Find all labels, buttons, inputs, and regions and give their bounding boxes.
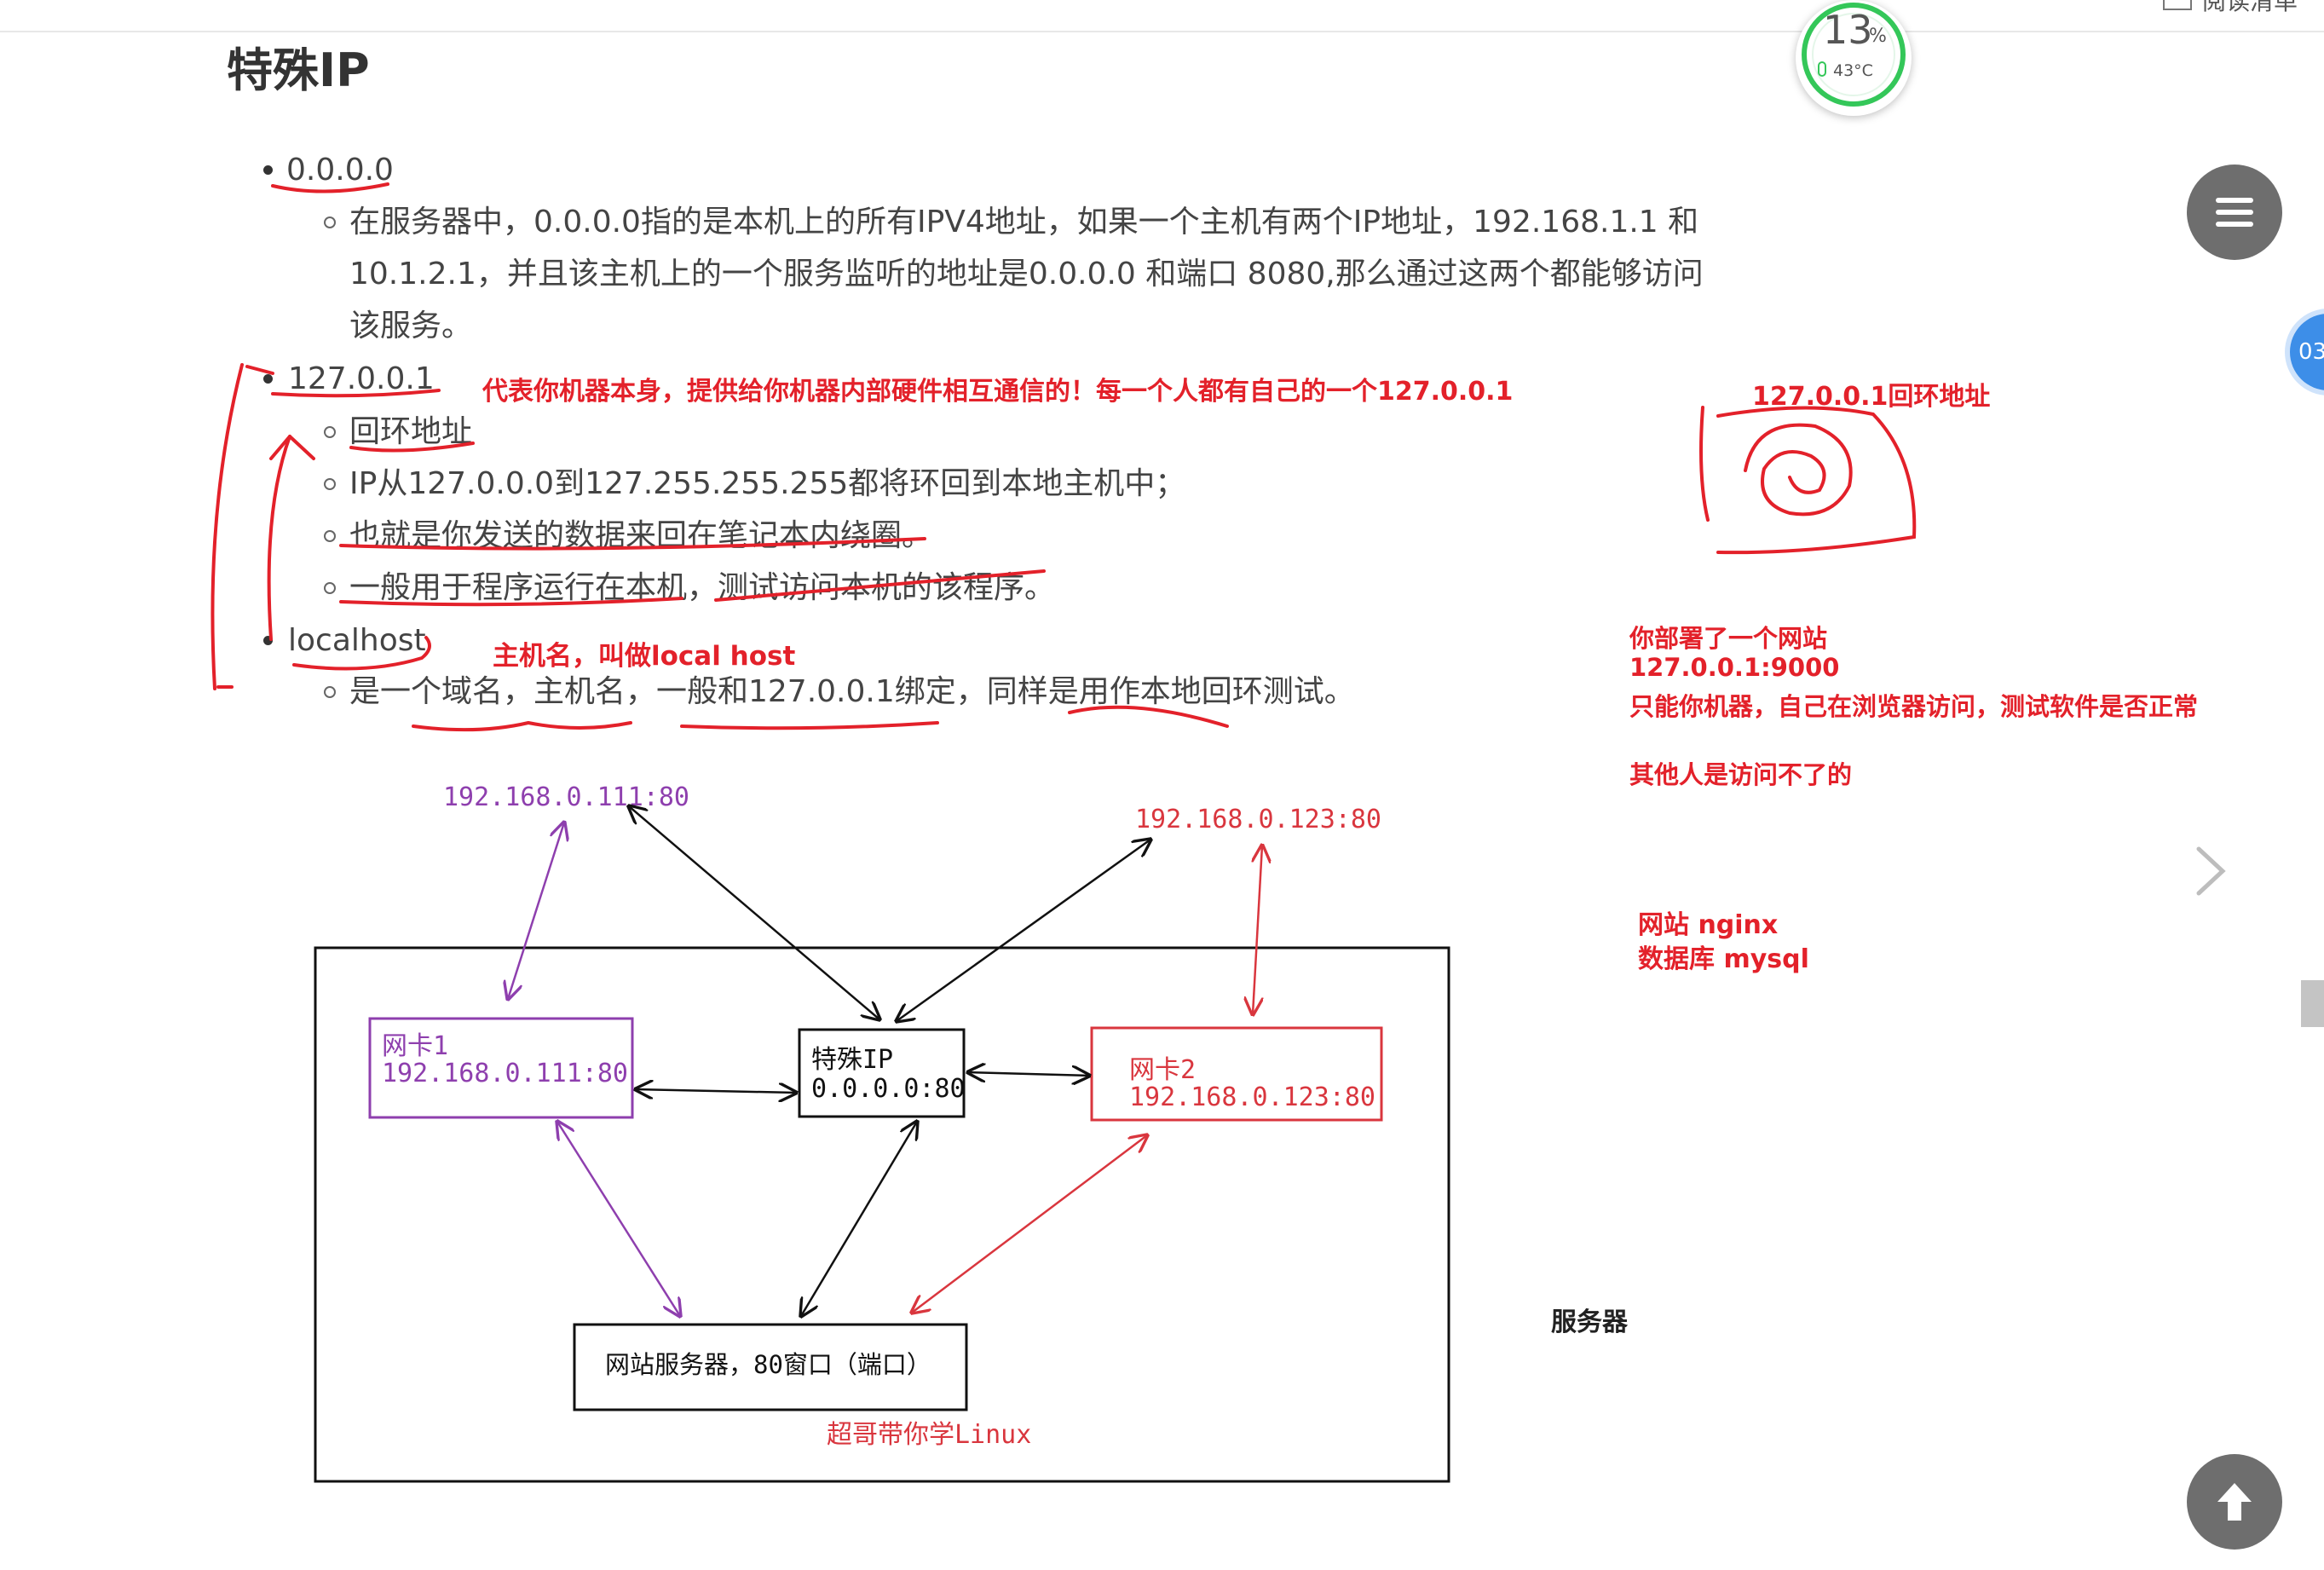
menu-button[interactable] [2187, 165, 2282, 260]
annotation-stack-line: 网站 nginx [1638, 910, 1779, 940]
list-item: 是一个域名，主机名，一般和127.0.0.1绑定，同样是用作本地回环测试。 [349, 674, 1355, 709]
list-item: 该服务。 [349, 309, 473, 343]
bullet [263, 636, 273, 645]
annotation-hostname: 主机名，叫做local host [493, 641, 796, 672]
back-to-top-button[interactable] [2187, 1454, 2282, 1550]
page-title: 特殊IP [227, 43, 370, 97]
cpu-percent: 13 [1823, 7, 1873, 53]
sub-bullet [324, 530, 336, 542]
annotation-deploy-line: 只能你机器，自己在浏览器访问，测试软件是否正常 [1629, 692, 2199, 721]
sub-bullet [324, 426, 336, 438]
bullet [263, 165, 273, 175]
list-item-label: 127.0.0.1 [288, 361, 435, 396]
cpu-unit: % [1869, 26, 1887, 47]
diagram-credit: 超哥带你学Linux [827, 1420, 1032, 1450]
nic2-name: 网卡2 [1129, 1055, 1197, 1085]
arrow-up-icon [2217, 1483, 2252, 1521]
web-server-label: 网站服务器，80窗口（端口） [605, 1350, 931, 1379]
special-ip-value: 0.0.0.0:80 [811, 1074, 966, 1104]
side-badge-text: 03 [2298, 339, 2324, 365]
bullet [263, 374, 273, 384]
annotation-deploy-line: 你部署了一个网站 [1629, 624, 1828, 653]
reading-list-label[interactable]: 阅读清单 [2202, 0, 2298, 15]
sub-bullet [324, 478, 336, 490]
nic1-name: 网卡1 [382, 1031, 449, 1061]
diagram-ip-top-right: 192.168.0.123:80 [1135, 805, 1381, 834]
cpu-monitor-widget[interactable]: 13 % 43°C [1796, 0, 1912, 116]
reading-list-icon[interactable] [2163, 0, 2192, 10]
diagram-ip-top-left: 192.168.0.111:80 [443, 782, 689, 812]
list-item: 一般用于程序运行在本机，测试访问本机的该程序。 [349, 570, 1056, 605]
annotation-deploy-line: 127.0.0.1:9000 [1629, 653, 1840, 682]
list-item: 在服务器中，0.0.0.0指的是本机上的所有IPV4地址，如果一个主机有两个IP… [349, 205, 1699, 240]
nic2-ip: 192.168.0.123:80 [1129, 1082, 1375, 1112]
server-label: 服务器 [1551, 1307, 1628, 1337]
thermometer-icon [1818, 61, 1826, 77]
special-ip-name: 特殊IP [811, 1045, 894, 1075]
nic1-ip: 192.168.0.111:80 [382, 1059, 628, 1088]
annotation-loopback-title: 127.0.0.1回环地址 [1752, 382, 1991, 412]
sub-bullet [324, 216, 336, 228]
list-item: IP从127.0.0.0到127.255.255.255都将环回到本地主机中； [349, 466, 1186, 501]
list-item: 10.1.2.1，并且该主机上的一个服务监听的地址是0.0.0.0 和端口 80… [349, 257, 1704, 291]
scrollbar-thumb[interactable] [2301, 980, 2324, 1027]
chevron-right-icon[interactable] [2192, 844, 2229, 898]
list-item: 也就是你发送的数据来回在笔记本内绕圈。 [349, 518, 933, 553]
list-item: 回环地址 [349, 414, 473, 449]
list-item-label: localhost [288, 623, 426, 658]
annotation-deploy-line: 其他人是访问不了的 [1629, 760, 1853, 789]
side-badge[interactable]: 03 [2290, 314, 2324, 390]
temperature-value: 43°C [1833, 61, 1873, 80]
sub-bullet [324, 582, 336, 594]
sub-bullet [324, 686, 336, 698]
list-item-label: 0.0.0.0 [286, 153, 394, 188]
top-divider [0, 31, 2324, 32]
annotation-loopback-note: 代表你机器本身，提供给你机器内部硬件相互通信的！每一个人都有自己的一个127.0… [482, 377, 1514, 407]
menu-icon [2216, 198, 2253, 227]
annotation-stack-line: 数据库 mysql [1638, 944, 1809, 974]
